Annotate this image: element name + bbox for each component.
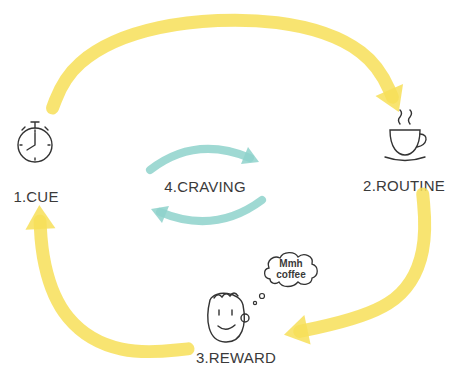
clock-face (18, 128, 52, 162)
stage-label: 2.ROUTINE (363, 177, 445, 194)
arrow-head (25, 205, 55, 230)
smile (218, 325, 235, 329)
craving-stage: 4.CRAVING (150, 173, 260, 199)
cycle-arrow (284, 194, 425, 344)
brush-stroke (300, 194, 425, 331)
arrow-head (151, 206, 169, 223)
arrow-head (284, 315, 311, 344)
stage-label: 3.REWARD (196, 349, 276, 366)
brush-stroke (40, 221, 188, 352)
hair (214, 293, 238, 298)
clock-ticks (20, 130, 50, 160)
clock-buttons (22, 122, 48, 130)
cloud-outline (265, 253, 318, 287)
thought-dot (253, 301, 256, 304)
steam (399, 110, 412, 124)
cycle-arrow (53, 20, 404, 112)
cue-stage: 1.CUE (3, 108, 69, 205)
stage-label: 4.CRAVING (164, 178, 246, 195)
brush-stroke (53, 20, 393, 108)
coffee-cup-icon (385, 110, 426, 161)
eyes (219, 310, 232, 315)
clock-hands (27, 133, 35, 150)
ear (241, 314, 249, 322)
craving-arrow-heads (151, 147, 259, 223)
thought-text: Mmh coffee (271, 258, 311, 280)
stage-label: 1.CUE (13, 188, 58, 205)
cycle-arrow (25, 205, 188, 352)
saucer (385, 157, 425, 161)
routine-stage: 2.ROUTINE (352, 112, 456, 194)
thought-dot (260, 294, 265, 299)
thought-bubble: Mmh coffee (262, 249, 320, 289)
reward-stage: 3.REWARD (188, 288, 284, 366)
face-icon (208, 293, 249, 342)
arrow-head (241, 147, 259, 164)
loop-arrow (160, 200, 262, 221)
cup-handle (417, 134, 426, 147)
arrow-head (376, 84, 404, 112)
thought-dots (253, 294, 264, 305)
loop-arrow (150, 149, 250, 170)
head (208, 293, 244, 342)
stopwatch-icon (18, 122, 52, 162)
cup-body (390, 130, 420, 155)
